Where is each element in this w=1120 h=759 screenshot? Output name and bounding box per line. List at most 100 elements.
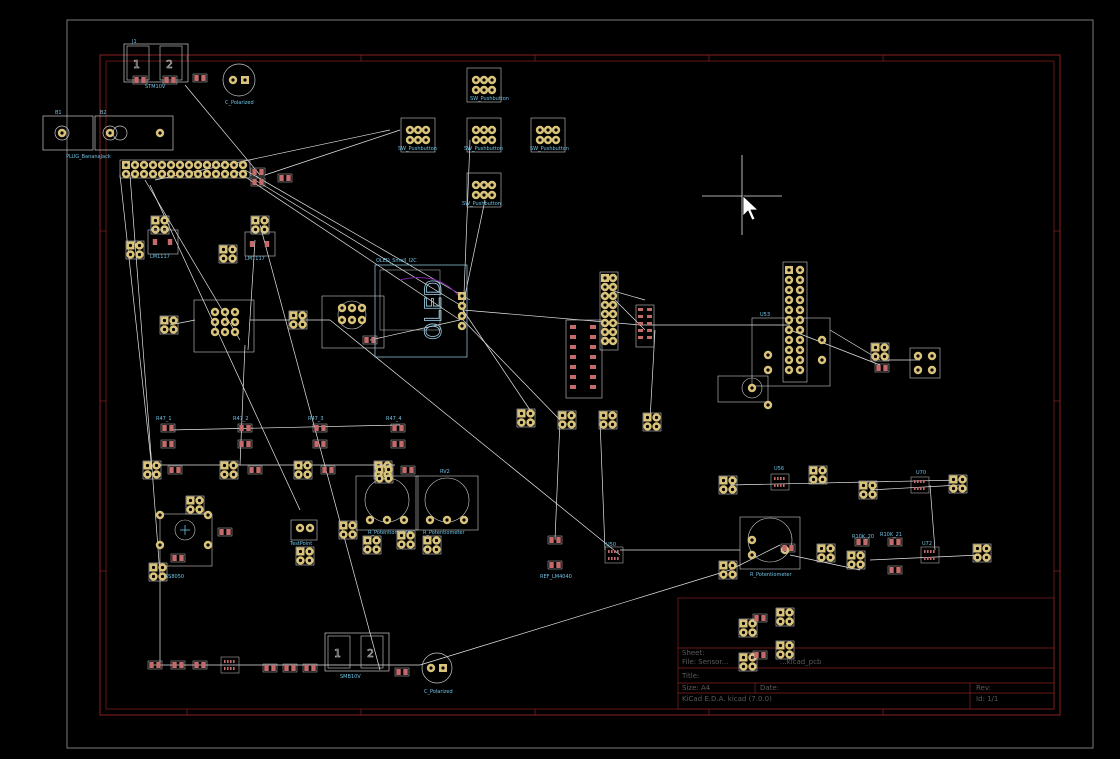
smd-right-1[interactable] [875, 364, 889, 372]
sw3-value: SW_Pushbutton [464, 146, 503, 152]
quad-row-2[interactable] [220, 461, 238, 479]
potentiometer-rv3[interactable] [739, 516, 801, 570]
u1-value: LM1117 [150, 254, 170, 260]
quad-mid-1[interactable] [517, 409, 535, 427]
j1-pin1-label: 1 [133, 58, 140, 71]
r47-4b[interactable] [391, 440, 405, 448]
ic-u50[interactable] [604, 546, 624, 564]
quad-left-2[interactable] [151, 216, 169, 234]
module-u53[interactable] [717, 261, 831, 410]
quad-br-4[interactable] [776, 641, 794, 659]
b1-ref: B1 [55, 110, 62, 116]
ref-smd-2[interactable] [548, 561, 562, 569]
connector-j2[interactable]: 1 2 [324, 632, 390, 672]
smd-br-1[interactable] [753, 614, 767, 622]
d1-smd[interactable] [218, 528, 232, 536]
ref1-value: REF_LM4040 [540, 574, 572, 580]
resistor-network[interactable] [635, 304, 655, 348]
regulator-u2[interactable] [244, 231, 276, 257]
transistor-q1[interactable] [155, 510, 213, 567]
quad-r-4[interactable] [949, 475, 967, 493]
quad-r-6[interactable] [847, 551, 865, 569]
c-smd-3[interactable] [193, 74, 207, 82]
sw4-value: SW_Pushbutton [530, 146, 569, 152]
cap-polarized-2[interactable] [421, 652, 453, 684]
u2-value: LM1117 [245, 256, 265, 262]
switch-right[interactable] [909, 347, 941, 379]
q2-smd[interactable] [171, 554, 185, 562]
quad-r-7[interactable] [973, 544, 991, 562]
r-value-2[interactable] [248, 466, 262, 474]
oled-display[interactable] [374, 264, 468, 358]
r47-3[interactable] [313, 424, 327, 432]
testpoint-tp1[interactable] [290, 519, 318, 541]
connector-j1[interactable]: 1 2 [123, 43, 189, 83]
quad-pot-2[interactable] [363, 536, 381, 554]
smd-near-header-1[interactable] [251, 168, 265, 176]
quad-enc-left[interactable] [160, 316, 178, 334]
ic-u72[interactable] [920, 546, 940, 564]
quad-r-2[interactable] [809, 466, 827, 484]
c1-ref: C_Polarized [225, 100, 254, 106]
quad-mid-2[interactable] [558, 411, 576, 429]
r47-1b[interactable] [161, 440, 175, 448]
quad-br-2[interactable] [776, 608, 794, 626]
quad-q-top[interactable] [186, 496, 204, 514]
potentiometer-rv2[interactable] [415, 475, 479, 531]
quad-right-1[interactable] [871, 343, 889, 361]
title-id: Id: 1/1 [976, 695, 998, 703]
quad-pot-4[interactable] [423, 536, 441, 554]
c2-ref: C_Polarized [424, 689, 453, 695]
quad-r-8[interactable] [719, 561, 737, 579]
r10k-3[interactable] [888, 566, 902, 574]
rv2-value: R_Potentiometer [423, 530, 465, 536]
border-ticks [100, 55, 1060, 715]
smd-br-2[interactable] [753, 651, 767, 659]
ic-u50-array[interactable] [565, 319, 603, 399]
quad-pot-1[interactable] [339, 521, 357, 539]
u70-ref: U70 [916, 470, 926, 476]
sw1-value: SW_Pushbutton [470, 96, 509, 102]
quad-br-1[interactable] [739, 619, 757, 637]
cap-polarized-1[interactable] [222, 63, 256, 97]
bottom-smd-7[interactable] [395, 668, 409, 676]
page-border-inner [105, 60, 1055, 710]
title-title: Title: [681, 672, 699, 680]
sw5-value: SW_Pushbutton [462, 201, 501, 207]
regulator-u1[interactable] [147, 229, 179, 255]
ic-u56[interactable] [770, 473, 790, 491]
b-value: PLUG_BananaJack [66, 154, 111, 160]
rv1-value: R_Potentiometer [368, 530, 410, 536]
rotary-encoder-1[interactable] [193, 299, 255, 353]
r47-1[interactable] [161, 424, 175, 432]
potentiometer-rv1[interactable] [355, 475, 419, 531]
quad-left-3[interactable] [219, 245, 237, 263]
quad-row-3[interactable] [294, 461, 312, 479]
r47-2[interactable] [238, 424, 252, 432]
pin-header-j4[interactable] [599, 271, 619, 351]
smd-near-header-3[interactable] [278, 174, 292, 182]
r-value-1[interactable] [168, 466, 182, 474]
ic-u70[interactable] [910, 476, 930, 494]
quad-mid-4[interactable] [643, 413, 661, 431]
j2-value: SMB10V [340, 674, 361, 680]
rotary-encoder-2[interactable] [321, 295, 385, 349]
r47-2-ref: R47_2 [233, 416, 249, 422]
rv2-ref: RV2 [440, 469, 450, 475]
banana-jack-b2[interactable] [94, 115, 174, 151]
quad-mid-3[interactable] [599, 411, 617, 429]
pin-header-strip[interactable] [119, 159, 251, 179]
r10k-2[interactable] [888, 538, 902, 546]
quad-tp[interactable] [296, 547, 314, 565]
tp1-value: TestPoint [289, 541, 312, 547]
banana-jack-b1[interactable] [42, 115, 94, 151]
r47-2b[interactable] [238, 440, 252, 448]
title-rev: Rev: [976, 684, 991, 692]
u72-ref: U72 [922, 541, 932, 547]
quad-r-5[interactable] [817, 544, 835, 562]
title-file: File: Sensor... [682, 658, 728, 666]
r-value-3[interactable] [321, 466, 335, 474]
q2-value: SS8050 [165, 574, 184, 580]
r-value-4[interactable] [401, 466, 415, 474]
